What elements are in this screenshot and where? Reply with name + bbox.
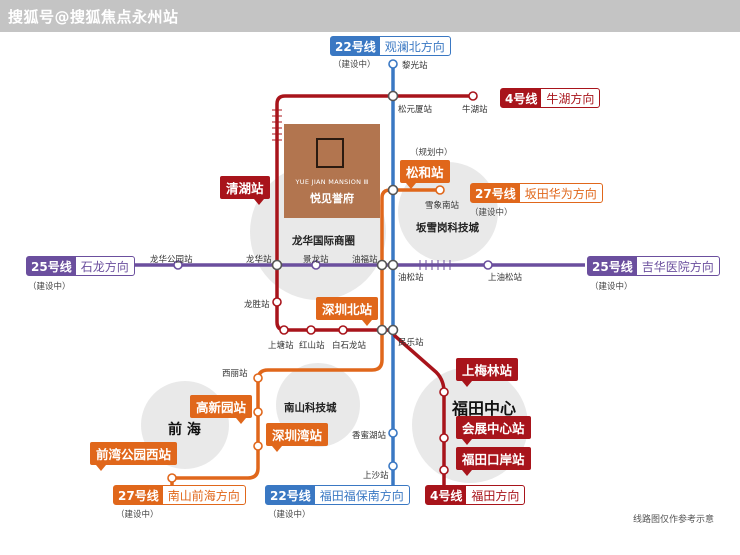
dot-minle — [387, 324, 399, 336]
district-nanshan: 南山科技城 — [284, 402, 337, 414]
district-futian: 福田中心 — [452, 399, 517, 418]
badge-line22-north: 22号线 观澜北方向 — [330, 36, 451, 56]
tag-qinghu: 清湖站 — [220, 176, 270, 205]
badge-line27-south: 27号线 南山前海方向 — [113, 485, 246, 505]
dot-longhuagongyuan — [173, 260, 183, 270]
tag-qianwan: 前湾公园西站 — [90, 442, 178, 471]
watermark-bar: 搜狐号@搜狐焦点永州站 — [0, 0, 740, 32]
dot-yousong — [387, 259, 399, 271]
dot-gaoxinyuan — [253, 407, 263, 417]
dot-xiangmihu — [388, 428, 398, 438]
note-line25-west: （建设中） — [28, 282, 71, 292]
brand-cn: 悦见誉府 — [310, 192, 354, 205]
tag-futiankouan: 福田口岸站 — [456, 447, 531, 476]
station-longhuagongyuan: 龙华公园站 — [150, 255, 193, 265]
disclaimer: 线路图仅作参考示意 — [632, 515, 714, 525]
dot-songhe — [387, 184, 399, 196]
tag-gaoxinyuan: 高新园站 — [190, 395, 253, 424]
tag-songhe: 松和站 — [400, 160, 450, 189]
line4-path — [275, 94, 473, 488]
note-line22-south: （建设中） — [268, 510, 311, 520]
badge-line4-north: 4号线 牛湖方向 — [500, 88, 601, 108]
dot-songyuansha — [387, 90, 399, 102]
station-hongshan: 红山站 — [299, 341, 325, 351]
dot-niuhu — [468, 91, 478, 101]
dot-shenzhenbei — [376, 324, 388, 336]
station-xuexiangnan: 雪象南站 — [425, 201, 460, 211]
dot-longsheng — [272, 297, 282, 307]
station-shangtang: 上塘站 — [268, 341, 294, 351]
dot-shangsha — [388, 461, 398, 471]
station-shangyousong: 上油松站 — [488, 273, 523, 283]
station-longhua: 龙华站 — [246, 255, 272, 265]
station-yousong: 油松站 — [398, 273, 424, 283]
district-bantian: 坂雪岗科技城 — [416, 222, 479, 234]
dot-youfu — [376, 259, 388, 271]
dot-qianwan — [167, 473, 177, 483]
station-xili: 西丽站 — [222, 369, 248, 379]
yue-logo-icon — [316, 138, 344, 168]
note-songhe: （规划中） — [410, 148, 453, 158]
dot-shenzhenwan — [253, 441, 263, 451]
watermark-text: 搜狐号@搜狐焦点永州站 — [8, 8, 179, 26]
station-niuhu: 牛湖站 — [462, 105, 488, 115]
dot-shangtang — [279, 325, 289, 335]
brand-en: YUE JIAN MANSION Ⅲ — [295, 178, 369, 186]
dot-futiankouan — [439, 465, 449, 475]
badge-line4-south: 4号线 福田方向 — [425, 485, 526, 505]
station-shangsha: 上沙站 — [363, 471, 389, 481]
dot-shangyousong — [483, 260, 493, 270]
tag-shangmeilin: 上梅林站 — [456, 358, 519, 387]
project-logo: YUE JIAN MANSION Ⅲ 悦见誉府 — [284, 124, 380, 218]
dot-longhua — [271, 259, 283, 271]
station-xiangmihu: 香蜜湖站 — [352, 431, 387, 441]
station-jinglong: 景龙站 — [303, 255, 329, 265]
tag-shenzhenbei: 深圳北站 — [316, 297, 379, 326]
badge-line25-east: 25号线 吉华医院方向 — [587, 256, 720, 276]
station-songyuansha: 松元厦站 — [398, 105, 433, 115]
dot-xuexiangnan — [435, 185, 445, 195]
badge-line25-west: 25号线 石龙方向 — [26, 256, 135, 276]
note-line22-north: （建设中） — [333, 60, 376, 70]
tag-huizhan: 会展中心站 — [456, 416, 531, 445]
dot-shangmeilin — [439, 387, 449, 397]
station-baishilong: 白石龙站 — [332, 341, 367, 351]
district-qianhai: 前 海 — [168, 422, 201, 438]
dot-hongshan — [306, 325, 316, 335]
dot-baishilong — [338, 325, 348, 335]
station-youfu: 油福站 — [352, 255, 378, 265]
dot-liguang — [388, 59, 398, 69]
dot-jinglong — [311, 260, 321, 270]
note-line27-north: （建设中） — [470, 208, 513, 218]
tag-shenzhenwan: 深圳湾站 — [266, 423, 329, 452]
note-line27-south: （建设中） — [116, 510, 159, 520]
district-longhua-cbd: 龙华国际商圈 — [292, 235, 355, 247]
station-longsheng: 龙胜站 — [244, 300, 270, 310]
line27-path — [170, 188, 440, 488]
note-line25-east: （建设中） — [590, 282, 633, 292]
station-minle: 民乐站 — [398, 338, 424, 348]
dot-huizhan — [439, 433, 449, 443]
badge-line22-south: 22号线 福田福保南方向 — [265, 485, 410, 505]
badge-line27-north: 27号线 坂田华为方向 — [470, 183, 603, 203]
dot-xili — [253, 373, 263, 383]
station-liguang: 黎光站 — [402, 61, 428, 71]
